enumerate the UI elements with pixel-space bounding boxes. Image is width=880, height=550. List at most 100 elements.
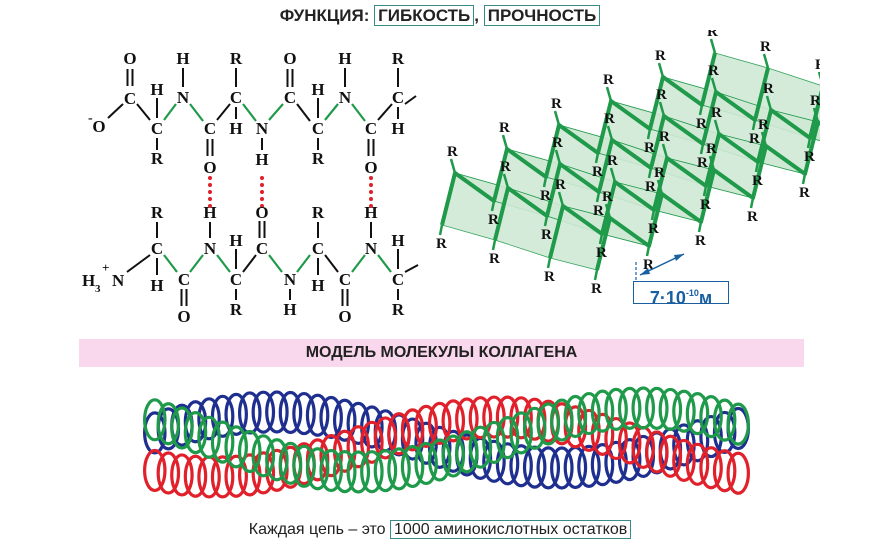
hydrogen-bond-dot bbox=[260, 197, 264, 201]
side-chain-bond bbox=[594, 152, 600, 164]
atom-n: N bbox=[177, 88, 190, 107]
atom-r: R bbox=[312, 149, 325, 168]
helix-coil-turn bbox=[305, 393, 330, 437]
side-chain-bond bbox=[595, 191, 601, 203]
atom-r: R bbox=[593, 203, 604, 219]
atom-h: H bbox=[203, 203, 216, 222]
helix-coil-turn bbox=[360, 420, 384, 464]
atom-r: R bbox=[644, 140, 655, 156]
atom-r: R bbox=[695, 233, 706, 249]
atom-c: C bbox=[339, 270, 351, 289]
atom-o: O bbox=[283, 49, 296, 68]
helix-coil-turn bbox=[237, 429, 262, 474]
helix-coil-turn bbox=[224, 392, 248, 436]
side-chain-bond bbox=[801, 173, 807, 185]
helix-coil-turn bbox=[577, 444, 601, 488]
helix-coil-turn bbox=[604, 416, 628, 461]
atom-r: R bbox=[697, 155, 708, 171]
helix-coil-turn bbox=[617, 438, 642, 482]
bond-line bbox=[189, 254, 204, 273]
side-chain-bond bbox=[806, 137, 812, 149]
helix-coil-turn bbox=[414, 441, 438, 486]
helix-coil-turn bbox=[495, 442, 520, 486]
helix-coil-turn bbox=[495, 395, 520, 439]
bond-line bbox=[404, 264, 419, 273]
side-chain-bond bbox=[491, 239, 497, 251]
title-strength: ПРОЧНОСТЬ bbox=[483, 5, 601, 26]
helix-coil-turn bbox=[183, 454, 208, 498]
hydrogen-bond-dot bbox=[369, 197, 373, 201]
atom-r: R bbox=[747, 209, 758, 225]
helix-coil-turn bbox=[332, 450, 357, 494]
helix-coil-turn bbox=[210, 394, 235, 438]
side-chain-bond bbox=[709, 38, 717, 54]
side-chain-bond bbox=[438, 224, 444, 236]
helix-coil-turn bbox=[278, 390, 303, 435]
side-chain-bond bbox=[658, 101, 666, 117]
bond-line bbox=[351, 254, 366, 273]
helix-coil-turn bbox=[509, 444, 533, 488]
atom-r: R bbox=[656, 87, 667, 103]
bond-line bbox=[404, 95, 417, 105]
atom-r: R bbox=[804, 149, 815, 165]
helix-coil-turn bbox=[658, 434, 683, 478]
atom-r: R bbox=[711, 105, 722, 121]
helix-coil-turn bbox=[712, 410, 737, 455]
atom-r: R bbox=[643, 257, 654, 273]
helix-coil-turn bbox=[400, 444, 425, 489]
helix-coil-turn bbox=[251, 434, 276, 478]
side-chain-bond bbox=[710, 77, 718, 93]
atom-c: C bbox=[392, 88, 404, 107]
helix-coil-turn bbox=[726, 406, 750, 451]
helix-coil-turn bbox=[536, 402, 561, 446]
model-title: МОДЕЛЬ МОЛЕКУЛЫ КОЛЛАГЕНА bbox=[305, 344, 578, 361]
helix-coil-turn bbox=[455, 397, 479, 441]
atom-h: H bbox=[311, 276, 324, 295]
atom-c: C bbox=[230, 270, 242, 289]
atom-r: R bbox=[708, 63, 719, 79]
helix-coil-turn bbox=[400, 408, 425, 452]
atom-o: O bbox=[338, 307, 351, 326]
atom-r: R bbox=[603, 72, 614, 88]
atom-r: R bbox=[760, 39, 771, 55]
helix-coil-turn bbox=[590, 443, 615, 487]
helix-coil-turn bbox=[224, 425, 248, 469]
scale-base: 7·10 bbox=[649, 288, 686, 308]
helix-coil-turn bbox=[360, 450, 384, 494]
hydrogen-bond-dot bbox=[208, 190, 212, 194]
atom-c: C bbox=[312, 239, 324, 258]
atom-r: R bbox=[541, 227, 552, 243]
side-chain-bond bbox=[645, 245, 651, 257]
caption: Каждая цепь – это 1000 аминокислотных ос… bbox=[0, 520, 880, 539]
helix-coil-turn bbox=[509, 411, 533, 455]
side-chain-bond bbox=[543, 215, 549, 227]
helix-coil-turn bbox=[441, 399, 466, 443]
helix-coil-turn bbox=[482, 420, 506, 465]
atom-r: R bbox=[706, 141, 717, 157]
helix-coil-turn bbox=[685, 392, 710, 436]
helix-coil-turn bbox=[726, 451, 750, 495]
atom-r: R bbox=[230, 49, 243, 68]
caption-prefix: Каждая цепь – это bbox=[248, 521, 391, 538]
atom-r: R bbox=[749, 131, 760, 147]
helix-coil-turn bbox=[373, 416, 398, 460]
bond-line bbox=[324, 103, 339, 121]
side-chain-bond bbox=[812, 107, 820, 123]
caption-residue-count: 1000 аминокислотных остатков bbox=[390, 520, 632, 539]
hydrogen-bond-dot bbox=[260, 183, 264, 187]
helix-coil-turn bbox=[292, 444, 316, 488]
side-chain-bond bbox=[657, 62, 665, 78]
hydrogen-bond-dot bbox=[260, 176, 264, 180]
side-chain-bond bbox=[713, 119, 721, 135]
atom-c: C bbox=[392, 270, 404, 289]
atom-r: R bbox=[707, 30, 718, 40]
atom-o: O bbox=[92, 117, 105, 136]
side-chain-bond bbox=[501, 134, 509, 150]
helix-coil-turn bbox=[210, 455, 235, 499]
helix-strand-green bbox=[143, 386, 750, 494]
scale-arrow-head bbox=[674, 254, 684, 261]
side-chain-bond bbox=[661, 143, 669, 159]
atom-c: C bbox=[151, 239, 163, 258]
bond-line bbox=[216, 254, 231, 273]
bond-line bbox=[351, 103, 366, 122]
